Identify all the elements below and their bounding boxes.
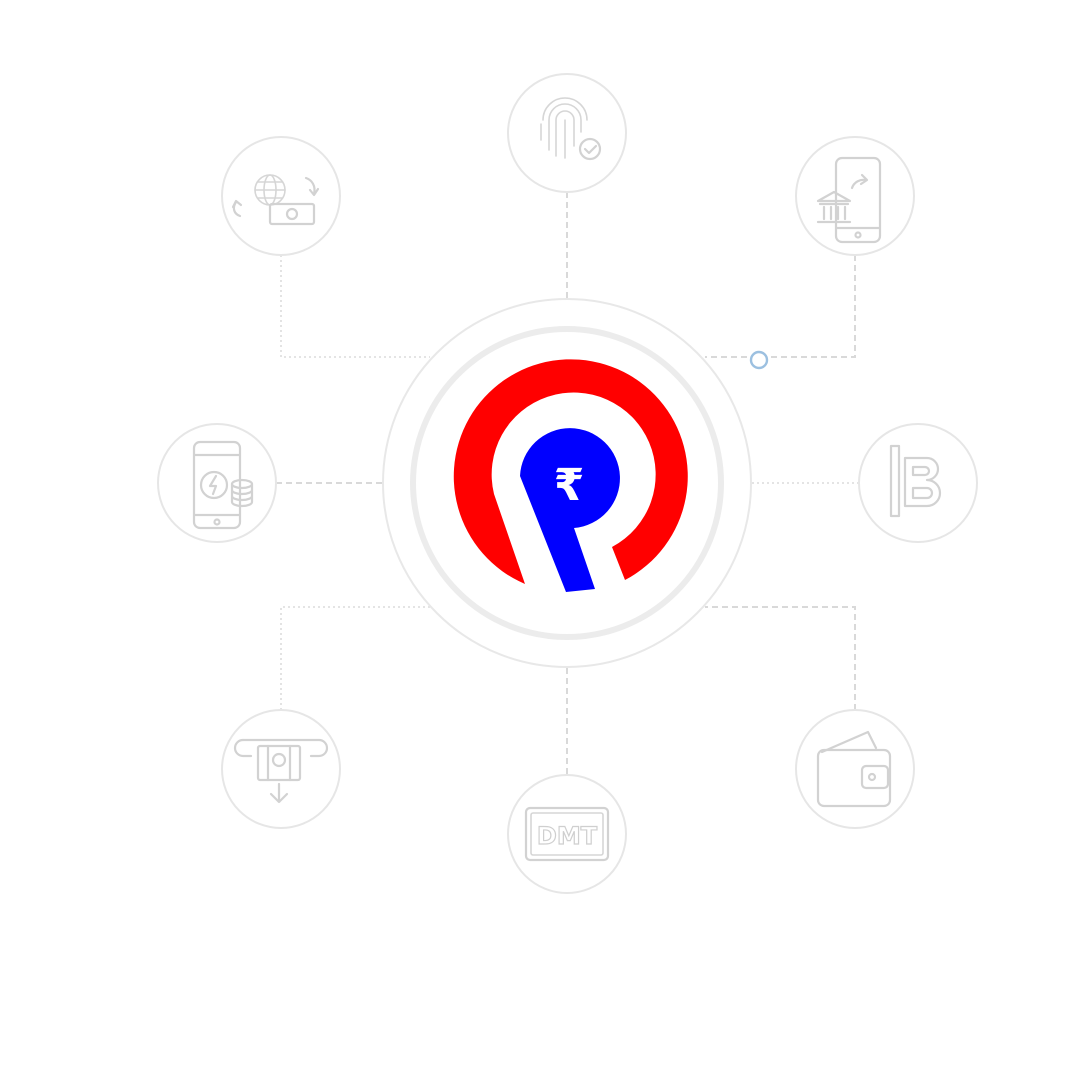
connectors	[276, 192, 860, 776]
node-mobile-banking[interactable]	[795, 136, 915, 256]
logo-red-arc	[453, 359, 688, 584]
fingerprint-icon	[540, 97, 602, 161]
rupee-symbol: ₹	[554, 460, 585, 511]
node-circle	[858, 423, 978, 543]
node-atm[interactable]	[221, 709, 341, 829]
logo-blue-p	[520, 428, 620, 592]
brand-logo: ₹	[453, 359, 688, 592]
wallet-icon	[816, 730, 892, 808]
mobile-bank-icon	[816, 156, 882, 244]
central-logo-hub[interactable]: ₹	[382, 298, 752, 668]
node-circle	[507, 73, 627, 193]
node-circle	[795, 709, 915, 829]
connector-atm	[280, 606, 430, 710]
dmt-label: DMT	[537, 822, 598, 850]
node-circle	[795, 136, 915, 256]
node-circle	[157, 423, 277, 543]
bbps-logo-icon	[889, 444, 942, 518]
node-recharge[interactable]	[157, 423, 277, 543]
dmt-icon: DMT	[524, 806, 610, 862]
connector-money-transfer	[280, 255, 430, 358]
node-aeps[interactable]	[507, 73, 627, 193]
node-circle	[507, 774, 627, 894]
mobile-recharge-icon	[192, 440, 254, 530]
connector-dot	[749, 350, 769, 370]
node-dmt[interactable]: DMT	[507, 774, 627, 894]
atm-cash-withdrawal-icon	[233, 738, 329, 804]
node-wallet[interactable]	[795, 709, 915, 829]
connector-wallet	[705, 606, 856, 710]
node-circle	[221, 136, 341, 256]
node-circle	[221, 709, 341, 829]
node-bbps[interactable]	[858, 423, 978, 543]
connector-mobile-banking	[705, 255, 856, 358]
globe-currency-exchange-icon	[231, 174, 320, 226]
node-money-transfer[interactable]	[221, 136, 341, 256]
